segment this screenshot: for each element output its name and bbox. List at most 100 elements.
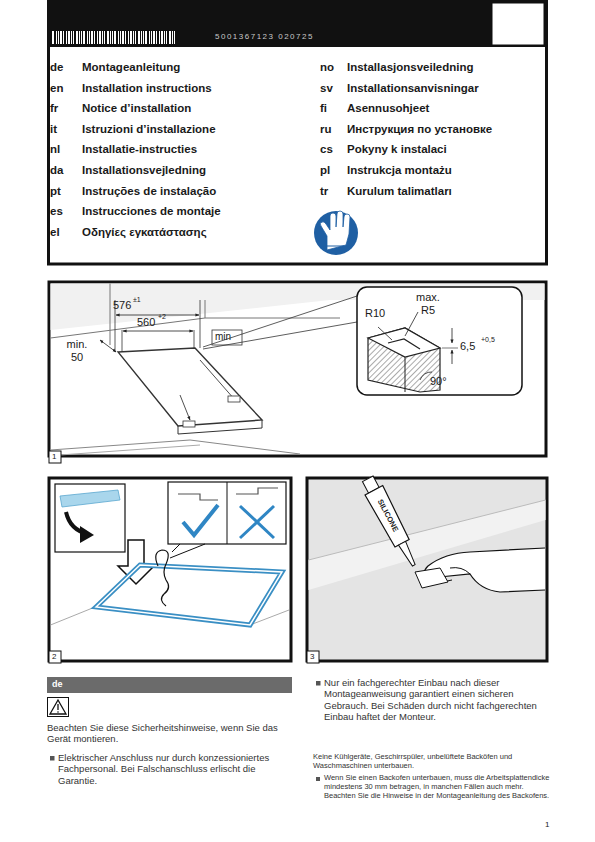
language-title: Installation instructions bbox=[82, 82, 212, 96]
language-code: it bbox=[50, 123, 57, 137]
barcode-bar bbox=[145, 31, 147, 44]
barcode-bar bbox=[110, 31, 111, 44]
language-title: Installasjonsveiledning bbox=[347, 61, 474, 75]
figure-1 bbox=[49, 282, 546, 463]
barcode-bar bbox=[128, 31, 129, 44]
language-code: en bbox=[50, 82, 63, 96]
barcode-bar bbox=[138, 31, 140, 44]
corner-box bbox=[492, 3, 544, 45]
language-title: Asennusohjeet bbox=[347, 102, 429, 116]
page-number: 1 bbox=[545, 820, 549, 830]
dimension-tolerance: ±1 bbox=[133, 296, 141, 304]
language-title: Notice d’installation bbox=[82, 102, 191, 116]
figure-number: 3 bbox=[310, 652, 314, 662]
language-code: fr bbox=[50, 102, 58, 116]
barcode-bar bbox=[166, 31, 167, 44]
barcode-bar bbox=[159, 31, 160, 44]
dimension: min. 50 bbox=[60, 338, 94, 364]
language-title: Installationsanvisningar bbox=[347, 82, 479, 96]
barcode-bar bbox=[169, 31, 171, 44]
language-code: ru bbox=[320, 123, 332, 137]
node-text: de bbox=[52, 679, 63, 689]
barcode-bar bbox=[76, 31, 78, 44]
barcode-bar bbox=[97, 31, 98, 44]
barcode-bar bbox=[135, 31, 136, 44]
barcode-bar bbox=[71, 31, 72, 44]
barcode-bar bbox=[73, 31, 74, 44]
language-title: Pokyny k instalaci bbox=[347, 143, 447, 157]
safety-note: Elektrischer Anschluss nur durch konzess… bbox=[58, 752, 293, 786]
barcode-bar bbox=[68, 31, 70, 44]
dimension-tolerance: +0,5 bbox=[481, 336, 495, 344]
language-code: fi bbox=[320, 102, 327, 116]
language-title: Instrukcja montażu bbox=[347, 164, 452, 178]
language-code: no bbox=[320, 61, 334, 75]
barcode-bar bbox=[66, 31, 67, 44]
language-title: Kurulum talimatları bbox=[347, 185, 452, 199]
language-title: Instrucciones de montaje bbox=[82, 205, 221, 219]
language-code: el bbox=[50, 226, 60, 240]
barcode-bar bbox=[81, 31, 82, 44]
safety-intro: Beachten Sie diese Sicherheitshinweise, … bbox=[47, 722, 293, 745]
barcode-bar bbox=[107, 31, 109, 44]
language-code: es bbox=[50, 205, 63, 219]
glove-icon bbox=[314, 211, 358, 255]
barcode-bar bbox=[164, 31, 165, 44]
dimension: 6,5 bbox=[460, 340, 475, 353]
warning-symbol bbox=[48, 698, 69, 717]
barcode-bar bbox=[143, 31, 144, 44]
installation-note: Wenn Sie einen Backofen unterbauen, muss… bbox=[324, 773, 556, 800]
installation-note: Keine Kühlgeräte, Geschirrspüler, unbelü… bbox=[313, 752, 556, 770]
barcode-bar bbox=[83, 31, 85, 44]
dimension: 576 bbox=[113, 299, 131, 312]
language-title: Installationsvejledning bbox=[82, 164, 206, 178]
barcode-bar bbox=[118, 31, 119, 44]
figure-3 bbox=[307, 474, 547, 663]
barcode-bar bbox=[112, 31, 113, 44]
language-code: pl bbox=[320, 164, 330, 178]
language-title: Инструкция по установке bbox=[347, 123, 492, 137]
language-title: Montageanleitung bbox=[82, 61, 180, 75]
barcode-bar bbox=[151, 31, 152, 44]
dimension: R10 bbox=[365, 307, 385, 320]
barcode-bar bbox=[60, 31, 62, 44]
language-title: Οδηγίες εγκατάστασης bbox=[82, 226, 207, 240]
dimension: 560 bbox=[137, 316, 155, 329]
barcode-bar bbox=[58, 31, 59, 44]
barcode-bar bbox=[172, 31, 173, 44]
language-code: tr bbox=[320, 185, 328, 199]
language-title: Istruzioni d’installazione bbox=[82, 123, 216, 137]
barcode-bar bbox=[94, 31, 95, 44]
dimension: max. R5 bbox=[411, 291, 445, 317]
barcode-bar bbox=[104, 31, 105, 44]
barcode-bar bbox=[102, 31, 103, 44]
language-code: de bbox=[50, 61, 63, 75]
language-band: de bbox=[47, 677, 292, 693]
dimension-tolerance: +2 bbox=[158, 313, 166, 321]
barcode-bar bbox=[79, 31, 80, 44]
language-code: cs bbox=[320, 143, 333, 157]
figure-2 bbox=[49, 478, 291, 663]
barcode-bar bbox=[133, 31, 134, 44]
divider bbox=[300, 47, 301, 264]
barcode-bar bbox=[149, 31, 150, 44]
barcode-bar bbox=[156, 31, 157, 44]
header-band: 5001367123 020725 bbox=[47, 0, 548, 47]
barcode-bar bbox=[63, 31, 64, 44]
language-code: da bbox=[50, 164, 63, 178]
language-code: sv bbox=[320, 82, 333, 96]
barcode-bar bbox=[120, 31, 121, 44]
safety-note: Nur ein fachgerechter Einbau nach dieser… bbox=[324, 677, 556, 723]
barcode-bar bbox=[174, 31, 175, 44]
language-code: pt bbox=[50, 185, 61, 199]
barcode-bar bbox=[141, 31, 142, 44]
dimension: 90° bbox=[430, 375, 447, 388]
barcode-bar bbox=[125, 31, 126, 44]
barcode-bar bbox=[99, 31, 101, 44]
barcode-bar bbox=[153, 31, 155, 44]
language-code: nl bbox=[50, 143, 60, 157]
barcode-bar bbox=[161, 31, 163, 44]
bullet bbox=[316, 777, 320, 781]
barcode-bar bbox=[130, 31, 132, 44]
